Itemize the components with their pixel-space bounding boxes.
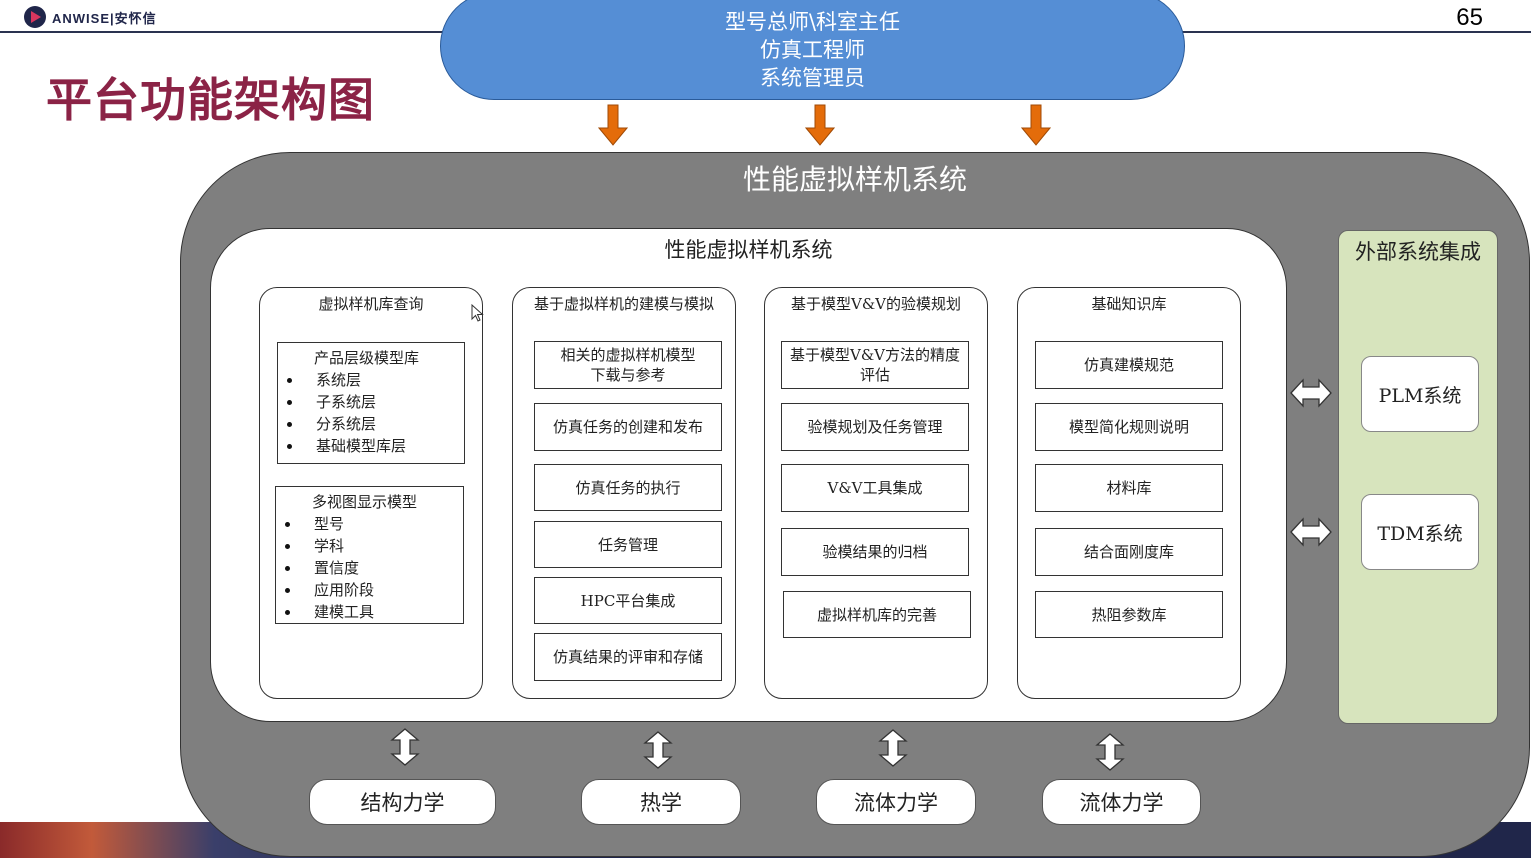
- page-number: 65: [1456, 4, 1483, 31]
- external-integration-panel: [1338, 230, 1498, 724]
- vertical-bidirectional-arrow-icon: [878, 729, 908, 767]
- list-product-hierarchy: 产品层级模型库 系统层 子系统层 分系统层 基础模型库层: [277, 342, 465, 464]
- list-head: 多视图显示模型: [312, 493, 418, 511]
- discipline-fluid-mechanics: 流体力学: [816, 779, 976, 825]
- box-vv-accuracy: 基于模型V&V方法的精度 评估: [781, 341, 969, 389]
- box-validation-planning: 验模规划及任务管理: [781, 403, 969, 451]
- box-validation-archive: 验模结果的归档: [781, 528, 969, 576]
- box-vv-tools: V&V工具集成: [781, 464, 969, 512]
- box-model-download: 相关的虚拟样机模型 下载与参考: [534, 341, 722, 389]
- down-arrow-icon: [805, 104, 835, 146]
- box-material-library: 材料库: [1035, 464, 1223, 512]
- vertical-bidirectional-arrow-icon: [643, 731, 673, 769]
- plm-system-box: PLM系统: [1361, 356, 1479, 432]
- box-library-improve: 虚拟样机库的完善: [783, 591, 971, 638]
- box-hpc-integration: HPC平台集成: [534, 577, 722, 624]
- column-title: 虚拟样机库查询: [318, 295, 424, 313]
- list-item: 型号: [285, 513, 463, 535]
- role-sys-admin: 系统管理员: [760, 66, 865, 90]
- vertical-bidirectional-arrow-icon: [390, 728, 420, 766]
- box-task-execute: 仿真任务的执行: [534, 464, 722, 511]
- inner-system-title: 性能虚拟样机系统: [664, 238, 833, 262]
- list-item: 学科: [285, 535, 463, 557]
- list-item: 建模工具: [285, 601, 463, 623]
- outer-system-title: 性能虚拟样机系统: [742, 163, 967, 196]
- list-multi-view: 多视图显示模型 型号 学科 置信度 应用阶段 建模工具: [275, 486, 464, 624]
- list-item: 应用阶段: [285, 579, 463, 601]
- column-title: 基于虚拟样机的建模与模拟: [533, 295, 714, 313]
- list-item: 置信度: [285, 557, 463, 579]
- mouse-cursor-icon: [471, 304, 484, 322]
- column-title: 基础知识库: [1091, 295, 1167, 313]
- discipline-fluid-mechanics-2: 流体力学: [1042, 779, 1201, 825]
- box-task-create: 仿真任务的创建和发布: [534, 403, 722, 451]
- logo-text: ANWISE|安怀信: [52, 10, 157, 26]
- box-task-manage: 任务管理: [534, 521, 722, 568]
- box-simplification-rules: 模型简化规则说明: [1035, 403, 1223, 451]
- company-logo: ANWISE|安怀信: [24, 6, 157, 28]
- down-arrow-icon: [1021, 104, 1051, 146]
- list-item: 系统层: [287, 369, 464, 391]
- vertical-bidirectional-arrow-icon: [1095, 733, 1125, 771]
- list-item: 分系统层: [287, 413, 464, 435]
- down-arrow-icon: [598, 104, 628, 146]
- discipline-structural-mechanics: 结构力学: [309, 779, 496, 825]
- discipline-thermal: 热学: [581, 779, 741, 825]
- bidirectional-arrow-icon: [1290, 517, 1332, 547]
- column-title: 基于模型V&V的验模规划: [790, 295, 962, 313]
- list-item: 子系统层: [287, 391, 464, 413]
- box-joint-stiffness-library: 结合面刚度库: [1035, 528, 1223, 576]
- box-thermal-resistance-library: 热阻参数库: [1035, 591, 1223, 638]
- role-sim-engineer: 仿真工程师: [760, 38, 865, 62]
- external-integration-title: 外部系统集成: [1355, 240, 1481, 264]
- page-title: 平台功能架构图: [46, 73, 375, 127]
- user-roles-oval: 型号总师\科室主任 仿真工程师 系统管理员: [440, 0, 1185, 100]
- role-chief-designer: 型号总师\科室主任: [724, 10, 901, 34]
- list-item: 基础模型库层: [287, 435, 464, 457]
- logo-mark-icon: [24, 6, 46, 28]
- list-head: 产品层级模型库: [314, 349, 420, 367]
- bidirectional-arrow-icon: [1290, 378, 1332, 408]
- tdm-system-box: TDM系统: [1361, 494, 1479, 570]
- box-result-review: 仿真结果的评审和存储: [534, 633, 722, 681]
- box-modeling-standard: 仿真建模规范: [1035, 341, 1223, 389]
